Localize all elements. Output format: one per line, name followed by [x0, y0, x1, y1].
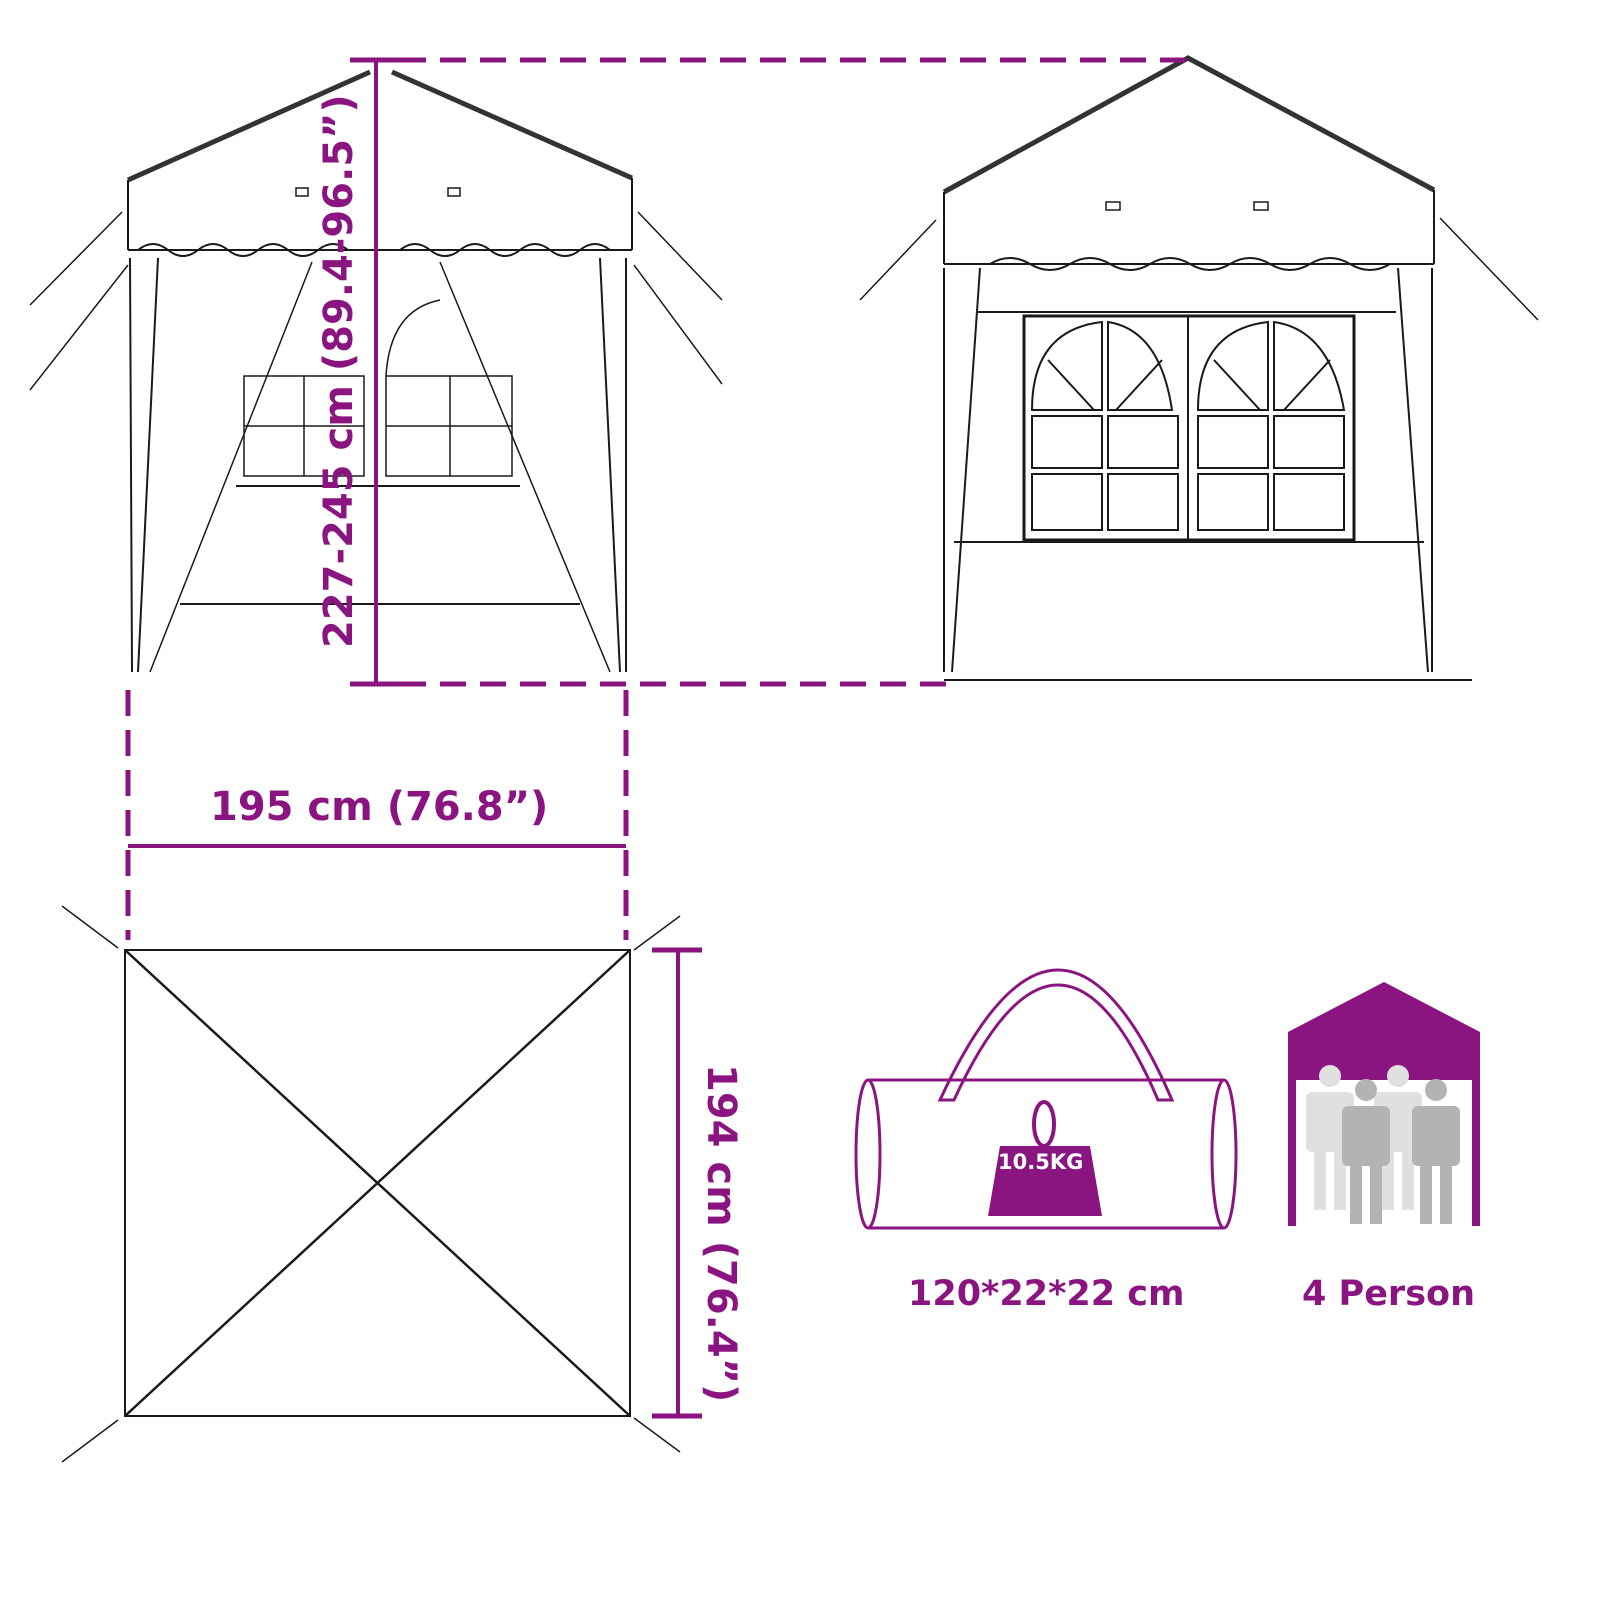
top-view-floor-plan	[61, 905, 681, 1463]
tent-capacity-icon	[1288, 982, 1480, 1226]
carry-bag-icon	[854, 968, 1238, 1230]
dimension-lines	[125, 57, 1188, 1419]
depth-dimension-label: 194 cm (76.4”)	[698, 1064, 744, 1403]
package-size-label: 120*22*22 cm	[908, 1274, 1185, 1314]
side-view-tent	[859, 55, 1539, 681]
weight-icon	[988, 1100, 1102, 1216]
front-view-tent	[29, 69, 723, 673]
height-dimension-label: 227-245 cm (89.4-96.5”)	[316, 94, 362, 648]
person-icon	[1342, 1079, 1460, 1224]
weight-label: 10.5KG	[998, 1150, 1084, 1174]
width-dimension-label: 195 cm (76.8”)	[210, 784, 549, 830]
capacity-label: 4 Person	[1302, 1274, 1475, 1314]
